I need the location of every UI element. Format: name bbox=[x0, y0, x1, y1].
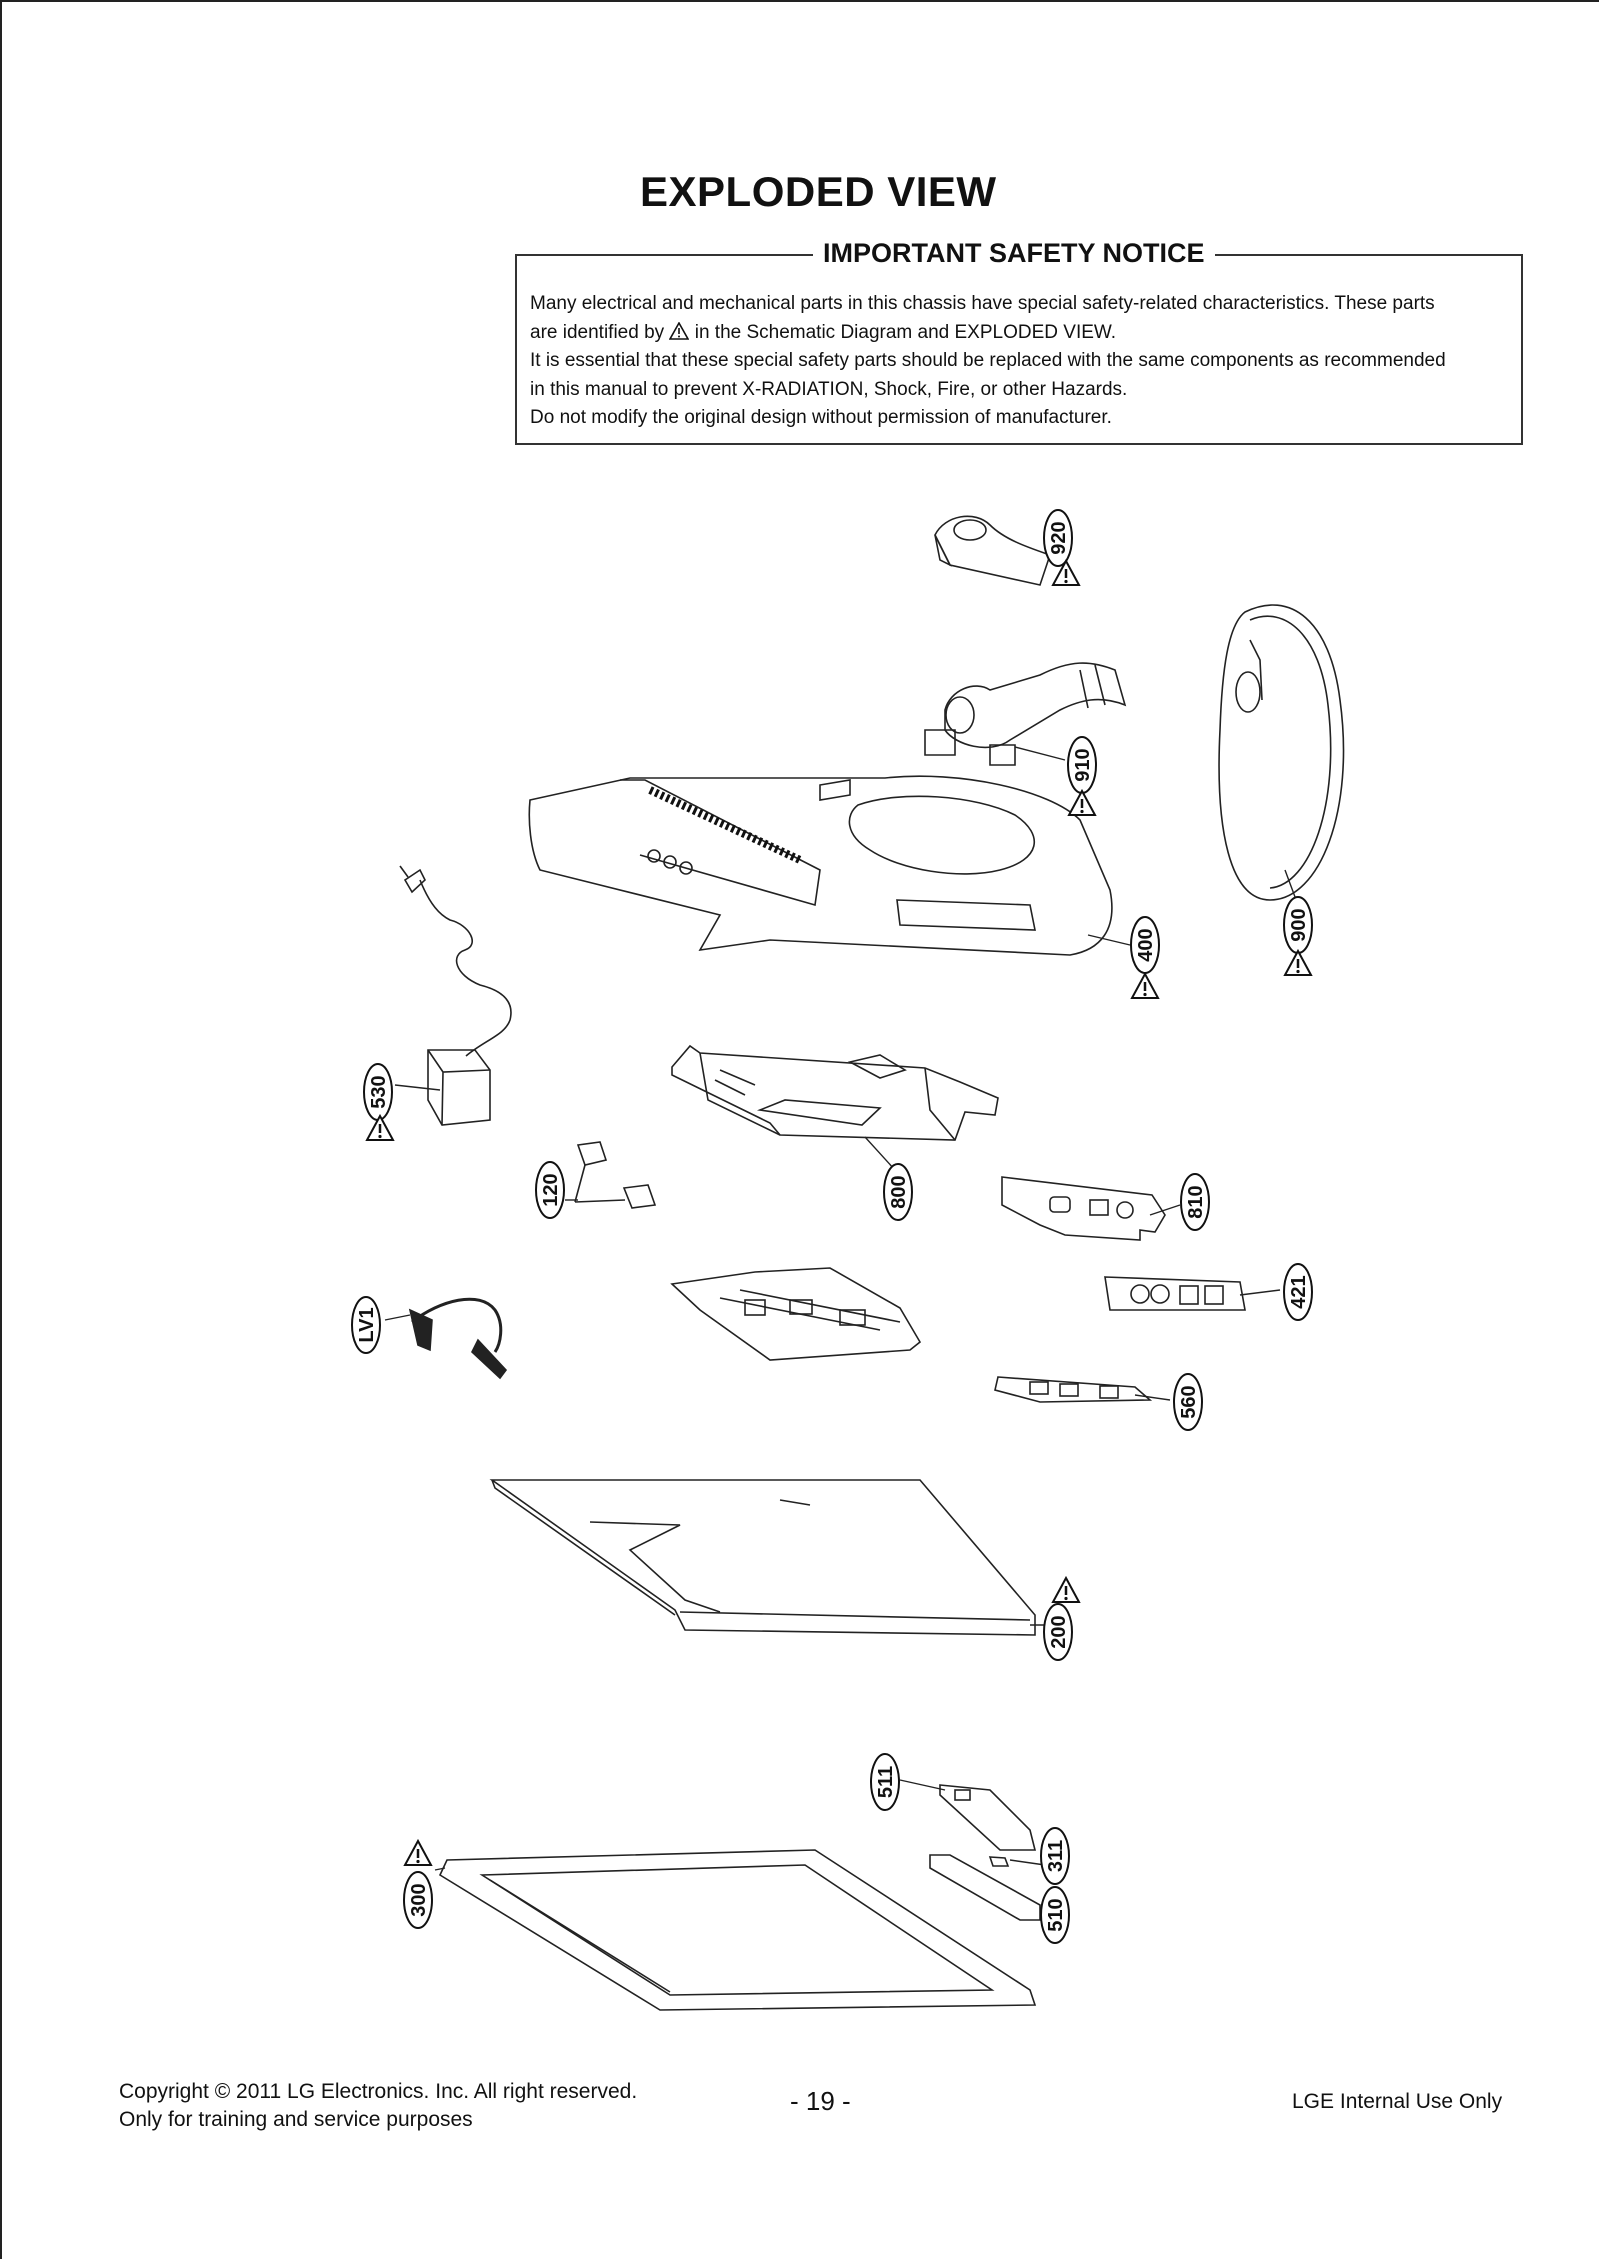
callout-511: 511 bbox=[870, 1753, 900, 1811]
ac-adapter-530 bbox=[399, 865, 512, 1126]
lcd-panel-200 bbox=[489, 1479, 1036, 1636]
warning-icon-910 bbox=[1067, 789, 1097, 817]
footer-internal-use: LGE Internal Use Only bbox=[1292, 2090, 1503, 2113]
callout-421: 421 bbox=[1283, 1263, 1313, 1321]
callout-311: 311 bbox=[1040, 1827, 1070, 1885]
front-bezel-300 bbox=[438, 1849, 1037, 2011]
label-421: 421 bbox=[1288, 1275, 1310, 1308]
page-number: - 19 - bbox=[790, 2086, 851, 2116]
label-LV1: LV1 bbox=[356, 1307, 378, 1342]
footer-copyright-block: Copyright © 2011 LG Electronics. Inc. Al… bbox=[119, 2078, 637, 2134]
notice-line-2a: are identified by bbox=[530, 321, 665, 343]
warning-icon-300 bbox=[403, 1839, 433, 1867]
label-400: 400 bbox=[1135, 928, 1157, 961]
notice-line-2: are identified by in the Schematic Diagr… bbox=[530, 319, 1510, 348]
label-300: 300 bbox=[408, 1883, 430, 1916]
label-511: 511 bbox=[875, 1766, 897, 1798]
page-title: EXPLODED VIEW bbox=[640, 168, 997, 215]
label-530: 530 bbox=[368, 1075, 390, 1108]
callout-800: 800 bbox=[883, 1163, 913, 1221]
stand-base-900 bbox=[1218, 604, 1345, 901]
label-920: 920 bbox=[1048, 521, 1070, 554]
label-311: 311 bbox=[1045, 1840, 1067, 1872]
power-switch-board-511 bbox=[939, 1784, 1037, 1851]
stand-hinge-cover-920 bbox=[934, 515, 1052, 586]
footer-copyright: Copyright © 2011 LG Electronics. Inc. Al… bbox=[119, 2080, 638, 2103]
callout-LV1: LV1 bbox=[351, 1296, 381, 1354]
callout-120: 120 bbox=[535, 1161, 565, 1219]
main-shield-800 bbox=[671, 1044, 999, 1141]
callout-400: 400 bbox=[1130, 916, 1160, 974]
label-900: 900 bbox=[1288, 908, 1310, 941]
control-button-311 bbox=[988, 1856, 1010, 1867]
warning-icon-200 bbox=[1051, 1576, 1081, 1604]
notice-line-4: in this manual to prevent X-RADIATION, S… bbox=[530, 378, 1128, 400]
callout-920: 920 bbox=[1043, 509, 1073, 567]
footer-purpose: Only for training and service purposes bbox=[119, 2108, 473, 2131]
av-input-board-560 bbox=[994, 1376, 1153, 1403]
ir-control-board-421 bbox=[1104, 1276, 1246, 1311]
warning-icon-900 bbox=[1283, 949, 1313, 977]
safety-notice-text: Many electrical and mechanical parts in … bbox=[530, 290, 1510, 433]
warning-triangle-icon bbox=[669, 321, 690, 340]
label-120: 120 bbox=[540, 1173, 562, 1206]
notice-line-2b: in the Schematic Diagram and EXPLODED VI… bbox=[694, 321, 1117, 343]
notice-line-5: Do not modify the original design withou… bbox=[530, 407, 1112, 428]
key-board-510 bbox=[929, 1854, 1041, 1921]
warning-icon-530 bbox=[365, 1114, 395, 1142]
callout-560: 560 bbox=[1173, 1373, 1203, 1431]
label-810: 810 bbox=[1185, 1185, 1207, 1218]
callout-910: 910 bbox=[1067, 736, 1097, 794]
connector-cable-120 bbox=[574, 1141, 657, 1209]
callout-510: 510 bbox=[1040, 1886, 1070, 1944]
label-510: 510 bbox=[1045, 1898, 1067, 1931]
label-910: 910 bbox=[1072, 748, 1094, 781]
power-board-810 bbox=[1001, 1176, 1166, 1241]
back-cover-400 bbox=[528, 775, 1113, 956]
lvds-cable-LV1 bbox=[408, 1297, 508, 1380]
warning-icon-400 bbox=[1130, 972, 1160, 1000]
label-200: 200 bbox=[1048, 1615, 1070, 1648]
callout-810: 810 bbox=[1180, 1173, 1210, 1231]
safety-notice-heading: IMPORTANT SAFETY NOTICE bbox=[813, 238, 1215, 269]
label-560: 560 bbox=[1178, 1385, 1200, 1418]
label-800: 800 bbox=[888, 1175, 910, 1208]
callout-900: 900 bbox=[1283, 896, 1313, 954]
main-board bbox=[670, 1267, 922, 1361]
notice-line-1: Many electrical and mechanical parts in … bbox=[530, 293, 1435, 314]
callout-530: 530 bbox=[363, 1063, 393, 1121]
callout-300: 300 bbox=[403, 1871, 433, 1929]
notice-line-3: It is essential that these special safet… bbox=[530, 350, 1446, 371]
callout-200: 200 bbox=[1043, 1603, 1073, 1661]
stand-neck-910 bbox=[924, 662, 1127, 766]
